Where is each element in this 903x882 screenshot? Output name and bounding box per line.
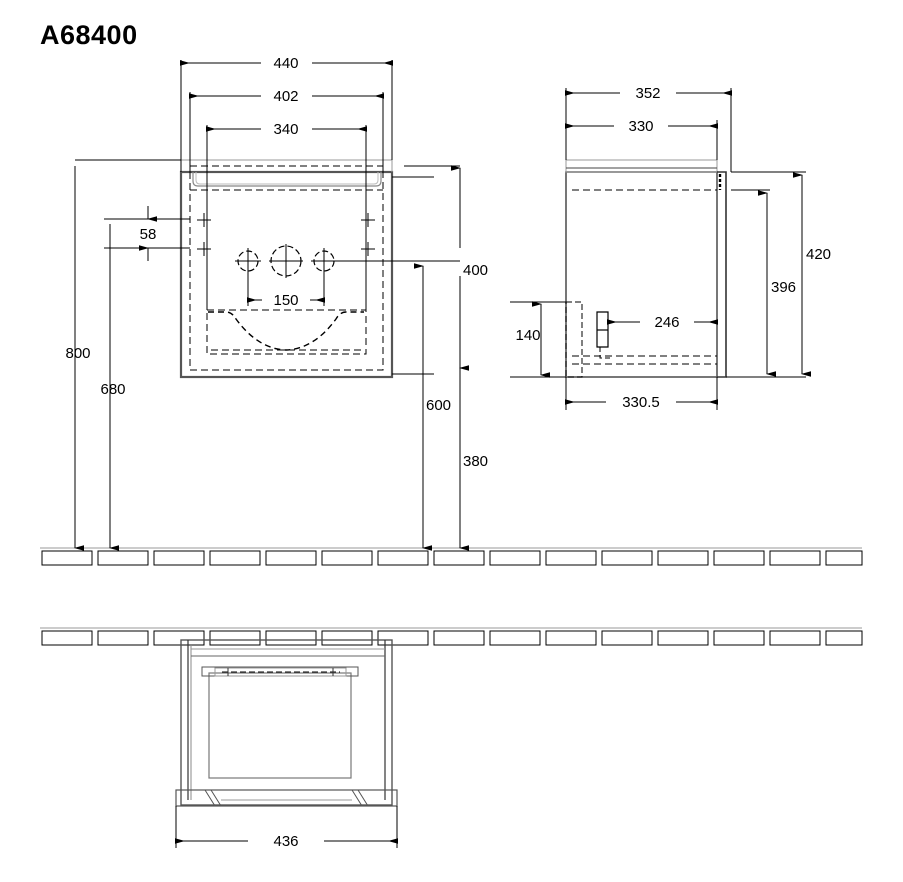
dimension-150: 150: [273, 292, 298, 309]
dimension-680: 680: [100, 381, 125, 398]
dimension-402: 402: [273, 88, 298, 105]
front-left-vertical-dimensions: [74, 159, 190, 551]
side-plinth-dimension: [510, 301, 566, 378]
front-elevation-view: [179, 159, 434, 379]
dimension-440: 440: [273, 55, 298, 72]
dimension-58: 58: [140, 226, 157, 243]
side-top-dimensions: [565, 88, 732, 172]
dimension-340: 340: [273, 121, 298, 138]
fixture-hole-center: [269, 244, 303, 278]
dimension-396: 396: [771, 279, 796, 296]
side-elevation-view: [565, 159, 727, 378]
dimension-352: 352: [635, 85, 660, 102]
front-right-vertical-dimensions: [404, 165, 469, 551]
wall-line-upper: [40, 547, 863, 566]
fixture-hole-right: [311, 248, 337, 274]
wall-line-lower: [40, 627, 863, 646]
dimension-436: 436: [273, 833, 298, 850]
dimension-400: 400: [463, 262, 488, 279]
dimension-246: 246: [654, 314, 679, 331]
page-title: A68400: [40, 20, 138, 50]
fixture-hole-left: [235, 248, 261, 274]
dimension-420: 420: [806, 246, 831, 263]
front-top-dimensions: [180, 60, 393, 310]
dimension-330-5: 330.5: [622, 394, 660, 411]
side-base-dimension: [565, 377, 718, 410]
dimension-380: 380: [463, 453, 488, 470]
bottom-width-dimension: [175, 806, 398, 848]
front-tap-spacing-dimension: [247, 274, 325, 306]
dimension-600: 600: [426, 397, 451, 414]
dimension-330: 330: [628, 118, 653, 135]
dimension-140: 140: [515, 327, 540, 344]
bottom-plan-view: [175, 639, 398, 807]
side-right-vertical-dimensions: [726, 171, 811, 378]
dimension-800: 800: [65, 345, 90, 362]
